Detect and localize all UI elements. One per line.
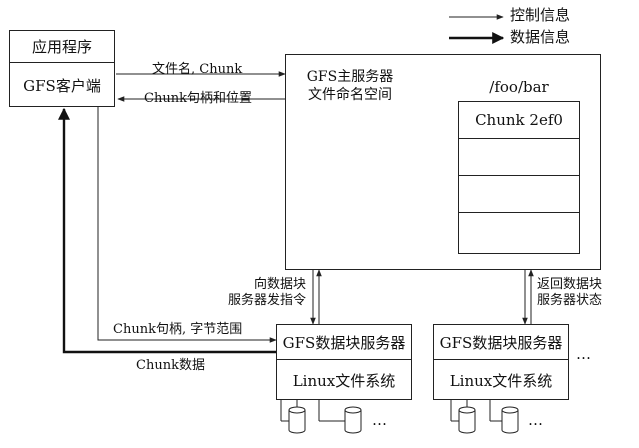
chunk-row <box>459 213 579 252</box>
arrow-handle-range <box>97 106 277 343</box>
namespace-path: /foo/bar <box>489 78 549 96</box>
ellipsis-more-disks: … <box>372 411 387 429</box>
chunk-row <box>459 139 579 176</box>
label-chunk-data: Chunk数据 <box>136 358 205 373</box>
master-title-line1: GFS主服务器 <box>306 69 394 85</box>
chunkserver-box: GFS数据块服务器 Linux文件系统 <box>276 324 412 400</box>
chunk-table: Chunk 2ef0 <box>458 101 580 254</box>
label-handle-location: Chunk句柄和位置 <box>144 91 252 106</box>
app-label: 应用程序 <box>10 31 114 63</box>
chunkserver-title: GFS数据块服务器 <box>277 325 411 360</box>
linux-fs-label: Linux文件系统 <box>292 371 396 390</box>
label-status-line2: 服务器状态 <box>537 293 603 308</box>
ellipsis-more-servers: … <box>576 345 591 363</box>
disk-icon <box>318 400 362 434</box>
master-title: GFS主服务器 文件命名空间 <box>298 68 402 104</box>
label-cmd-line1: 向数据块 <box>253 277 306 292</box>
chunk-id-row: Chunk 2ef0 <box>459 102 579 139</box>
label-file-name-chunk: 文件名, Chunk <box>152 62 243 77</box>
legend-data-label: 数据信息 <box>510 28 571 46</box>
legend-control-label: 控制信息 <box>510 6 571 24</box>
master-title-line2: 文件命名空间 <box>308 87 392 103</box>
label-cmd-line2: 服务器发指令 <box>227 293 306 308</box>
ellipsis-more-disks: … <box>528 411 543 429</box>
label-handle-range: Chunk句柄, 字节范围 <box>113 322 243 337</box>
label-status-line1: 返回数据块 <box>537 277 603 292</box>
chunk-row <box>459 176 579 213</box>
gfs-client-label: GFS客户端 <box>23 76 101 95</box>
arrow-chunk-data <box>58 107 276 354</box>
disk-icon <box>280 400 306 434</box>
disk-icon <box>450 400 476 434</box>
chunkserver-box: GFS数据块服务器 Linux文件系统 <box>433 324 569 400</box>
client-box: 应用程序 GFS客户端 <box>9 30 115 107</box>
chunkserver-title: GFS数据块服务器 <box>434 325 568 360</box>
linux-fs-label: Linux文件系统 <box>449 371 553 390</box>
label-status: 返回数据块 服务器状态 <box>537 277 602 309</box>
disk-icon <box>489 400 519 434</box>
label-cmd: 向数据块 服务器发指令 <box>222 277 306 309</box>
